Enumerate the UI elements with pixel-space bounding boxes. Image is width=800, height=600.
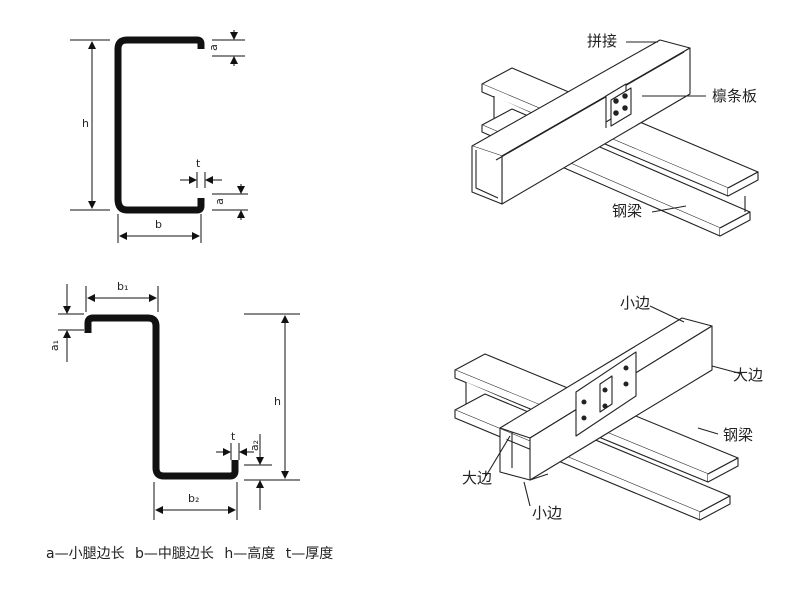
label-steel-beam-top: 钢梁 [612, 202, 643, 220]
c-dim-h-label: h [82, 117, 89, 130]
c-dim-b-label: b [155, 218, 162, 231]
c-dim-a-top-label: a [206, 44, 220, 51]
z-dim-h-label: h [274, 395, 281, 408]
bottom-right-assembly [454, 305, 743, 521]
c-section-t-dimension [180, 172, 222, 188]
c-section-profile [114, 36, 205, 214]
label-large-edge-left: 大边 [462, 469, 493, 487]
z-section-t-dimension [216, 443, 254, 460]
z-dim-b2-label: b₂ [188, 492, 200, 505]
z-section-a1-dimension [58, 284, 84, 362]
label-steel-beam-bottom: 钢梁 [723, 426, 754, 444]
splice-plate-bottom [575, 351, 637, 437]
z-section-a2-dimension [244, 434, 272, 510]
label-large-edge-right: 大边 [733, 366, 764, 384]
z-section-b2-dimension [153, 482, 238, 520]
top-right-leaders [626, 41, 706, 213]
c-section-b-dimension [117, 214, 202, 243]
label-small-edge-top: 小边 [620, 294, 651, 312]
z-dim-t-label: t [231, 430, 236, 443]
splice-plate-top [605, 83, 632, 128]
purlin-top [471, 39, 691, 205]
c-dim-a-bottom-label: a [212, 198, 226, 205]
z-dim-a1-label: a₁ [48, 339, 62, 352]
top-right-assembly [471, 39, 759, 237]
legend-h: h—高度 [224, 546, 276, 562]
z-dim-b1-label: b₁ [117, 280, 129, 293]
z-section-h-dimension [244, 313, 300, 481]
label-small-edge-bottom: 小边 [532, 504, 563, 522]
legend-t: t—厚度 [285, 546, 334, 562]
bottom-right-leaders [485, 305, 743, 507]
c-dim-t-label: t [196, 157, 201, 170]
legend: a—小腿边长 b—中腿边长 h—高度 t—厚度 [46, 543, 339, 563]
c-section-a-top-dimension [212, 30, 245, 66]
z-section-b1-dimension [85, 286, 159, 312]
z-dim-a2-label: a₂ [248, 439, 262, 452]
c-section-h-dimension [70, 39, 110, 211]
label-purlin: 檩条板 [712, 87, 758, 105]
label-splice: 拼接 [587, 32, 618, 50]
legend-a: a—小腿边长 [46, 546, 125, 562]
z-section-profile [84, 314, 239, 480]
c-section-a-bottom-dimension [212, 184, 248, 220]
legend-b: b—中腿边长 [135, 546, 214, 562]
